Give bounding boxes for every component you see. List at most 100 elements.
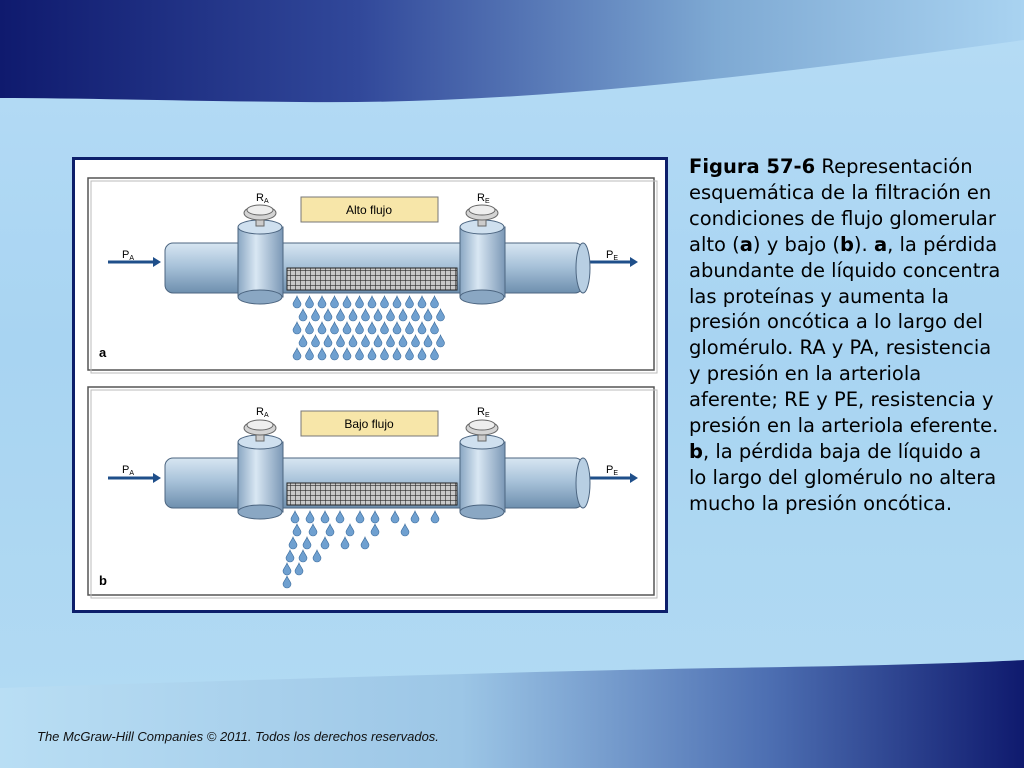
top-decorative-band <box>0 0 1024 103</box>
droplet <box>367 295 377 309</box>
droplet <box>288 536 298 550</box>
droplet <box>323 308 333 322</box>
svg-text:RE: RE <box>477 406 490 419</box>
svg-text:RA: RA <box>256 192 269 205</box>
svg-text:PA: PA <box>122 464 134 477</box>
caption-text: ). <box>853 232 874 256</box>
droplet <box>320 510 330 524</box>
droplet <box>380 347 389 361</box>
droplet <box>330 321 339 335</box>
droplet <box>330 295 339 309</box>
droplet <box>342 295 352 309</box>
panel-b-droplets <box>282 510 440 589</box>
droplet <box>312 549 322 563</box>
droplet <box>355 510 365 524</box>
droplet <box>282 562 292 576</box>
droplet <box>323 334 333 348</box>
droplet <box>367 321 377 335</box>
panel-b-pa-sub: A <box>129 470 134 477</box>
panel-a-box-text: Alto flujo <box>346 203 392 217</box>
droplet <box>320 536 330 550</box>
caption-text: , la pérdida abundante de líquido concen… <box>689 232 1001 438</box>
droplet <box>370 510 380 524</box>
droplet <box>436 334 445 348</box>
caption-bold-a: a <box>873 232 888 256</box>
droplet <box>292 347 302 361</box>
caption-text: , la pérdida baja de líquido a lo largo … <box>689 439 997 515</box>
droplet <box>292 295 302 309</box>
droplet <box>361 334 370 348</box>
droplet <box>348 308 358 322</box>
droplet <box>405 295 414 309</box>
panel-b-pa-label: P <box>122 464 129 476</box>
droplet <box>392 347 402 361</box>
droplet <box>410 510 420 524</box>
droplet <box>305 347 314 361</box>
droplet <box>390 510 400 524</box>
droplet <box>325 523 335 537</box>
panel-b-re-label: R <box>477 406 485 418</box>
droplet <box>317 347 327 361</box>
droplet <box>430 347 439 361</box>
figure-caption: Figura 57-6 Representación esquemática d… <box>689 154 1001 517</box>
caption-text: Representación esquemática de la filtrac… <box>689 155 996 256</box>
svg-text:RE: RE <box>477 192 490 205</box>
droplet <box>392 321 402 335</box>
panel-b: Bajo flujo RA RE PA PE b <box>87 386 658 599</box>
droplet <box>285 549 295 563</box>
panel-b-re-sub: E <box>485 412 490 419</box>
droplet <box>311 308 320 322</box>
panel-a-re-label: R <box>477 192 485 204</box>
panel-a-label: a <box>99 345 107 360</box>
panel-a: Alto flujo RA RE PA PE a <box>87 177 658 374</box>
panel-a-ra-sub: A <box>264 198 269 205</box>
droplet <box>305 321 314 335</box>
droplet <box>373 308 383 322</box>
panel-a-pa-sub: A <box>129 255 134 262</box>
caption-text: ) y bajo ( <box>752 232 840 256</box>
droplet <box>405 347 414 361</box>
droplet <box>298 334 308 348</box>
droplet <box>336 334 345 348</box>
droplet <box>386 308 395 322</box>
droplet <box>417 321 427 335</box>
droplet <box>380 295 389 309</box>
droplet <box>298 549 308 563</box>
droplet <box>417 347 427 361</box>
droplet <box>436 308 445 322</box>
copyright-footer: The McGraw-Hill Companies © 2011. Todos … <box>37 729 439 744</box>
panel-a-pe-label: P <box>606 249 613 261</box>
bottom-decorative-band <box>0 660 1024 768</box>
figure-diagram: Alto flujo RA RE PA PE a <box>72 157 668 613</box>
droplet <box>305 510 315 524</box>
droplet <box>392 295 402 309</box>
panel-a-ra-label: R <box>256 192 264 204</box>
panel-b-box-text: Bajo flujo <box>344 417 394 431</box>
droplet <box>411 334 420 348</box>
caption-bold-a: a <box>739 232 753 256</box>
droplet <box>345 523 355 537</box>
droplet <box>311 334 320 348</box>
droplet <box>292 321 302 335</box>
droplet <box>361 308 370 322</box>
droplet <box>342 321 352 335</box>
droplet <box>423 334 433 348</box>
panel-a-pe-sub: E <box>613 255 618 262</box>
panel-a-re-sub: E <box>485 198 490 205</box>
panel-b-pe-label: P <box>606 464 613 476</box>
droplet <box>292 523 302 537</box>
droplet <box>411 308 420 322</box>
droplet <box>305 295 314 309</box>
droplet <box>335 510 345 524</box>
droplet <box>355 321 364 335</box>
droplet <box>423 308 433 322</box>
droplet <box>355 295 364 309</box>
droplet <box>430 510 440 524</box>
droplet <box>398 334 408 348</box>
svg-text:PE: PE <box>606 249 618 262</box>
droplet <box>373 334 383 348</box>
droplet <box>405 321 414 335</box>
droplet <box>342 347 352 361</box>
panel-a-droplets <box>292 295 445 361</box>
droplet <box>360 536 370 550</box>
